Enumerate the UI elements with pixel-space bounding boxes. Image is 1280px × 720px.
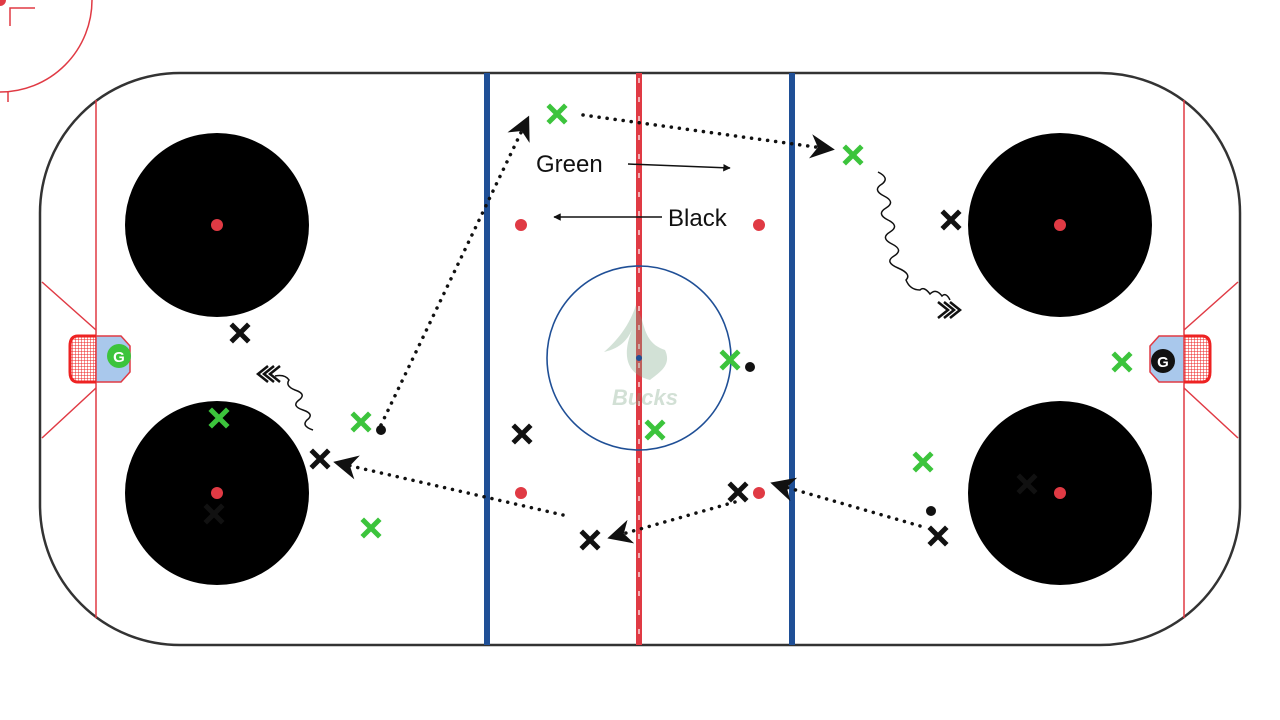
green-players <box>208 103 1133 539</box>
svg-text:G: G <box>1157 354 1169 371</box>
green-direction-arrow <box>627 163 731 172</box>
goalie-black: G <box>1151 349 1175 373</box>
center-logo: Bucks <box>604 305 678 410</box>
svg-text:Bucks: Bucks <box>612 385 678 410</box>
blue-line-left <box>484 73 490 645</box>
center-dot <box>636 355 642 361</box>
goalie-green: G <box>107 344 131 368</box>
black-players <box>203 209 1038 551</box>
blue-line-right <box>789 73 795 645</box>
trapezoid-lines <box>41 281 1239 439</box>
faceoff-circles <box>0 0 93 102</box>
faceoff-circle <box>0 0 93 102</box>
label-green: Green <box>536 151 603 178</box>
skating-paths <box>255 113 963 544</box>
pucks <box>376 362 936 516</box>
left-goal <box>68 334 131 384</box>
label-black: Black <box>668 205 728 232</box>
neutral-zone-dots <box>515 219 765 499</box>
svg-text:G: G <box>113 349 125 366</box>
